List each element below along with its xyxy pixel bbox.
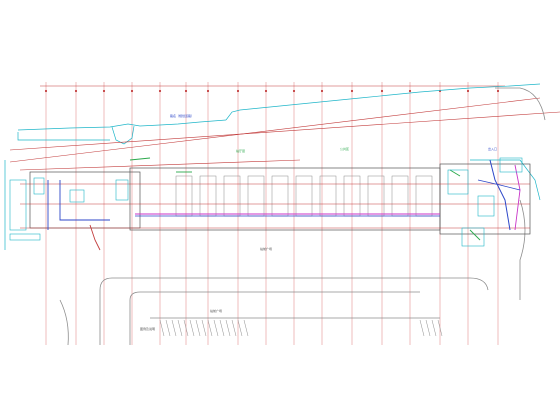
green-marks <box>129 157 481 241</box>
plaza-label: 站前广场 <box>260 246 272 251</box>
east-note-label: 出入口 <box>488 146 497 151</box>
hall-mid-label: 公共区 <box>340 146 349 151</box>
station-axis-lines <box>20 183 530 229</box>
legend-note-label: 图例及说明 <box>140 326 155 331</box>
hall-north-label: 站厅层 <box>236 148 245 153</box>
plaza-label-2: 站前广场 <box>210 308 222 313</box>
east-equipment <box>447 157 523 247</box>
west-equipment <box>9 177 129 241</box>
road-label: 路名（规划道路） <box>170 113 194 118</box>
service-pipes <box>47 159 521 251</box>
diagonal-guide-lines <box>9 97 560 171</box>
plaza-hatch <box>159 319 443 337</box>
site-boundary <box>4 83 541 250</box>
road-outlines <box>59 87 546 346</box>
